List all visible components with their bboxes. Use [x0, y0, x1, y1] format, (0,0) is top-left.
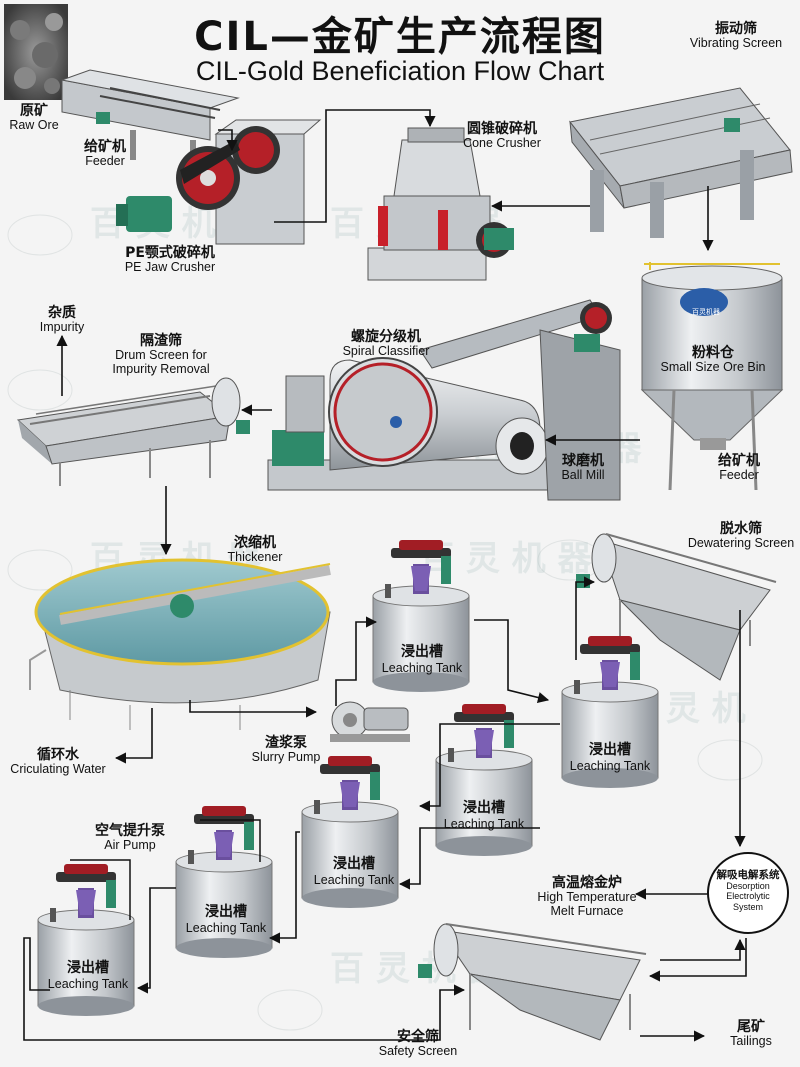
dewatering-screen-machine [576, 533, 777, 681]
jaw-crusher-machine [116, 119, 322, 245]
cone-crusher-machine [367, 127, 514, 281]
feeder-1-machine [60, 69, 240, 170]
title-english: CIL-Gold Beneficiation Flow Chart [195, 56, 605, 86]
slurry-pump-machine [330, 701, 410, 742]
leaching-tank-6 [37, 863, 135, 1017]
safety-screen-machine [418, 923, 647, 1041]
leaching-tank-3 [435, 703, 533, 857]
label-desorption: 解吸电解系统 Desorption Electrolytic System [716, 869, 780, 912]
thickener-machine [29, 558, 331, 730]
title-chinese: CIL—金矿生产流程图 [194, 14, 606, 60]
vibrating-screen-machine [569, 87, 793, 238]
raw-ore-image [4, 4, 68, 100]
flow-lines [23, 109, 747, 1042]
spiral-classifier-machine [419, 299, 621, 501]
desorption-system [707, 852, 789, 934]
drum-screen-machine [16, 377, 250, 486]
ball-mill-machine [267, 357, 569, 491]
ore-bin-machine [640, 262, 784, 491]
ore-bin-brand-plate: 百灵机器 [692, 308, 720, 316]
